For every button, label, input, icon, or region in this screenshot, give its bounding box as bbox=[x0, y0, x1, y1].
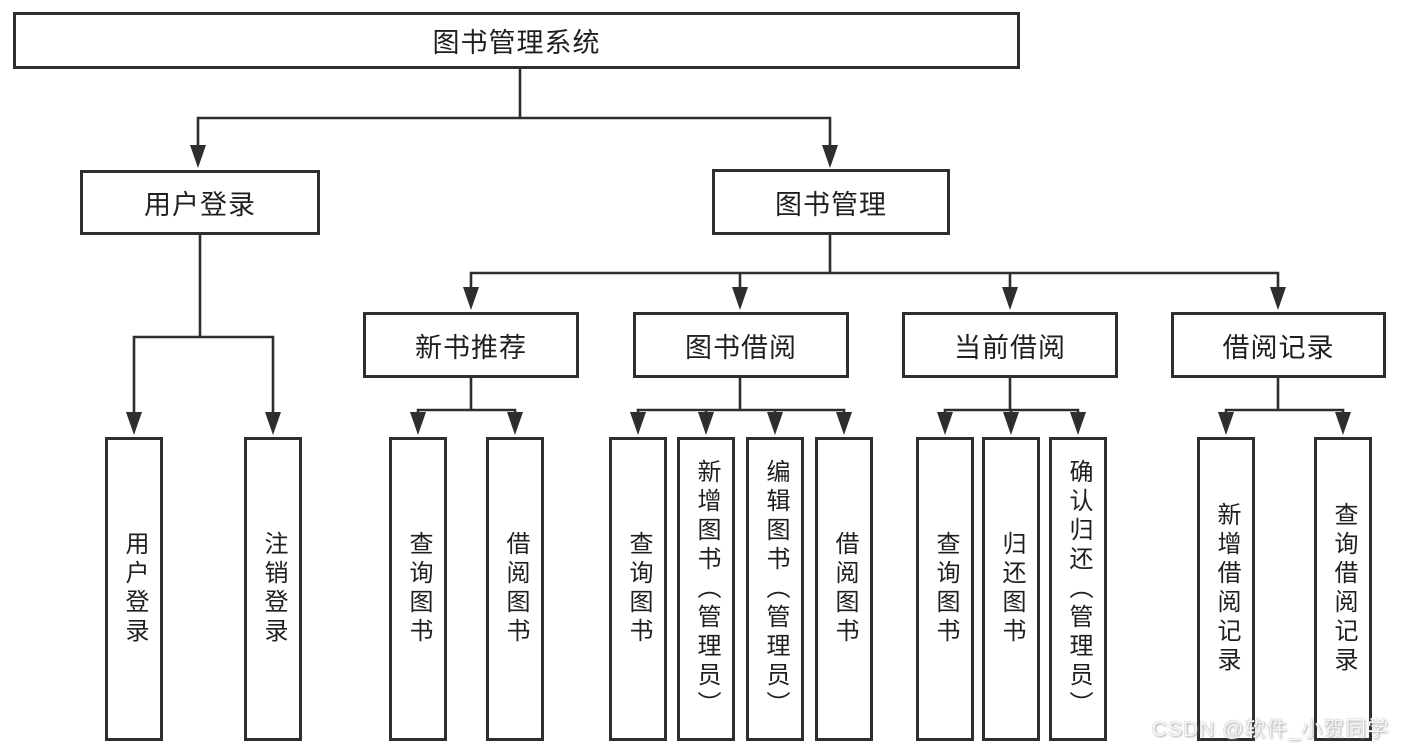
leaf-borrow-books-borrowing: 借阅图书 bbox=[815, 437, 873, 741]
leaf-borrow-books-borrowing-label: 借阅图书 bbox=[831, 531, 858, 647]
leaf-edit-books-admin-label: 编辑图书（管理员） bbox=[762, 458, 789, 720]
csdn-watermark: CSDN @软件_小贺同学 bbox=[1151, 718, 1389, 741]
leaf-user-login-label: 用户登录 bbox=[121, 531, 148, 647]
node-current-borrowing: 当前借阅 bbox=[902, 312, 1118, 378]
node-book-management: 图书管理 bbox=[712, 169, 950, 235]
leaf-borrow-books-recommend-label: 借阅图书 bbox=[502, 531, 529, 647]
leaf-query-books-borrowing: 查询图书 bbox=[609, 437, 667, 741]
leaf-query-books-recommend: 查询图书 bbox=[389, 437, 447, 741]
leaf-logout: 注销登录 bbox=[244, 437, 302, 741]
leaf-return-books-label: 归还图书 bbox=[998, 531, 1025, 647]
leaf-return-books: 归还图书 bbox=[982, 437, 1040, 741]
node-borrowing-records: 借阅记录 bbox=[1171, 312, 1386, 378]
leaf-add-books-admin: 新增图书（管理员） bbox=[677, 437, 735, 741]
leaf-query-books-current-label: 查询图书 bbox=[932, 531, 959, 647]
leaf-user-login: 用户登录 bbox=[105, 437, 163, 741]
leaf-query-books-current: 查询图书 bbox=[916, 437, 974, 741]
node-user-login: 用户登录 bbox=[80, 170, 320, 235]
leaf-logout-label: 注销登录 bbox=[260, 531, 287, 647]
node-new-book-recommend: 新书推荐 bbox=[363, 312, 579, 378]
leaf-confirm-return-admin: 确认归还（管理员） bbox=[1049, 437, 1107, 741]
node-book-borrowing: 图书借阅 bbox=[633, 312, 849, 378]
leaf-query-books-recommend-label: 查询图书 bbox=[405, 531, 432, 647]
leaf-edit-books-admin: 编辑图书（管理员） bbox=[746, 437, 804, 741]
leaf-query-books-borrowing-label: 查询图书 bbox=[625, 531, 652, 647]
leaf-borrow-books-recommend: 借阅图书 bbox=[486, 437, 544, 741]
leaf-query-borrow-record: 查询借阅记录 bbox=[1314, 437, 1372, 741]
leaf-add-borrow-record: 新增借阅记录 bbox=[1197, 437, 1255, 741]
root-node-library-system: 图书管理系统 bbox=[13, 12, 1020, 69]
leaf-add-books-admin-label: 新增图书（管理员） bbox=[693, 458, 720, 720]
leaf-query-borrow-record-label: 查询借阅记录 bbox=[1330, 502, 1357, 676]
leaf-confirm-return-admin-label: 确认归还（管理员） bbox=[1065, 458, 1092, 720]
leaf-add-borrow-record-label: 新增借阅记录 bbox=[1213, 502, 1240, 676]
